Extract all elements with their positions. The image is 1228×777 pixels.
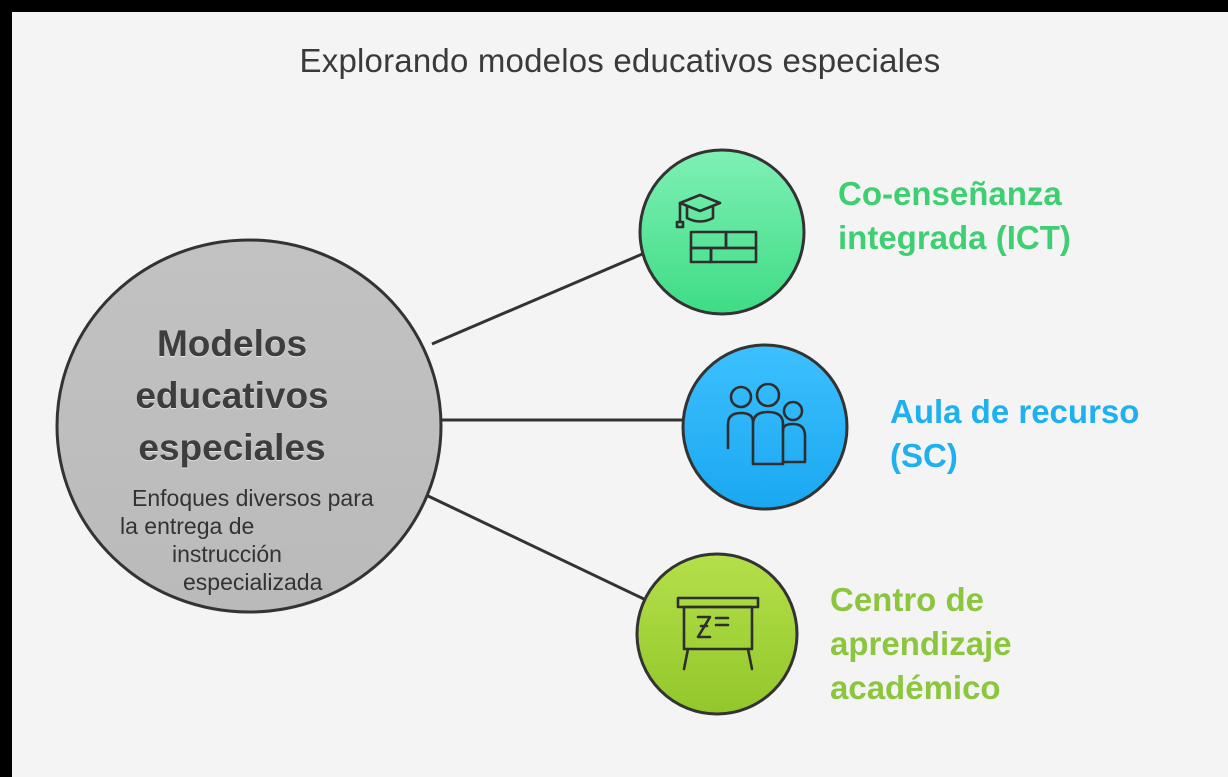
sc-circle [681, 343, 849, 511]
central-circle [55, 238, 443, 614]
graduation-cap-blocks-icon [675, 193, 758, 264]
ict-label-line: integrada (ICT) [838, 219, 1071, 256]
ict-label: Co-enseñanza integrada (ICT) [838, 172, 1071, 260]
sc-label-line: Aula de recurso [890, 393, 1140, 430]
central-description-line: la entrega de [120, 513, 255, 539]
central-description: Enfoques diversos para la entrega de ins… [120, 484, 420, 596]
central-title-line: Modelos [156, 323, 308, 364]
diagram-canvas: Explorando modelos educativos especiales [12, 12, 1228, 777]
whiteboard-easel-icon [676, 596, 760, 671]
central-title: Modelos educativos especiales [122, 318, 342, 474]
academic-center-label: Centro de aprendizaje académico [830, 578, 1012, 710]
ict-label-line: Co-enseñanza [838, 175, 1062, 212]
connector-line-center [425, 493, 647, 602]
diagram-title: Explorando modelos educativos especiales [299, 42, 941, 79]
central-description-line: Enfoques diversos para [132, 485, 374, 511]
academic-center-label-line: Centro de [830, 581, 985, 618]
central-title-line: educativos [135, 375, 329, 416]
academic-center-label-line: aprendizaje [830, 625, 1012, 662]
center-circle [635, 552, 799, 716]
central-description-line: instrucción [172, 541, 282, 567]
central-title-line: especiales [138, 427, 326, 468]
group-of-people-icon [726, 382, 807, 466]
sc-label: Aula de recurso (SC) [890, 390, 1139, 478]
connector-line-ict [431, 250, 648, 346]
academic-center-label-line: académico [830, 669, 1001, 706]
central-description-line: especializada [183, 569, 323, 595]
sc-label-line: (SC) [890, 437, 958, 474]
diagram-graphics [55, 148, 849, 716]
